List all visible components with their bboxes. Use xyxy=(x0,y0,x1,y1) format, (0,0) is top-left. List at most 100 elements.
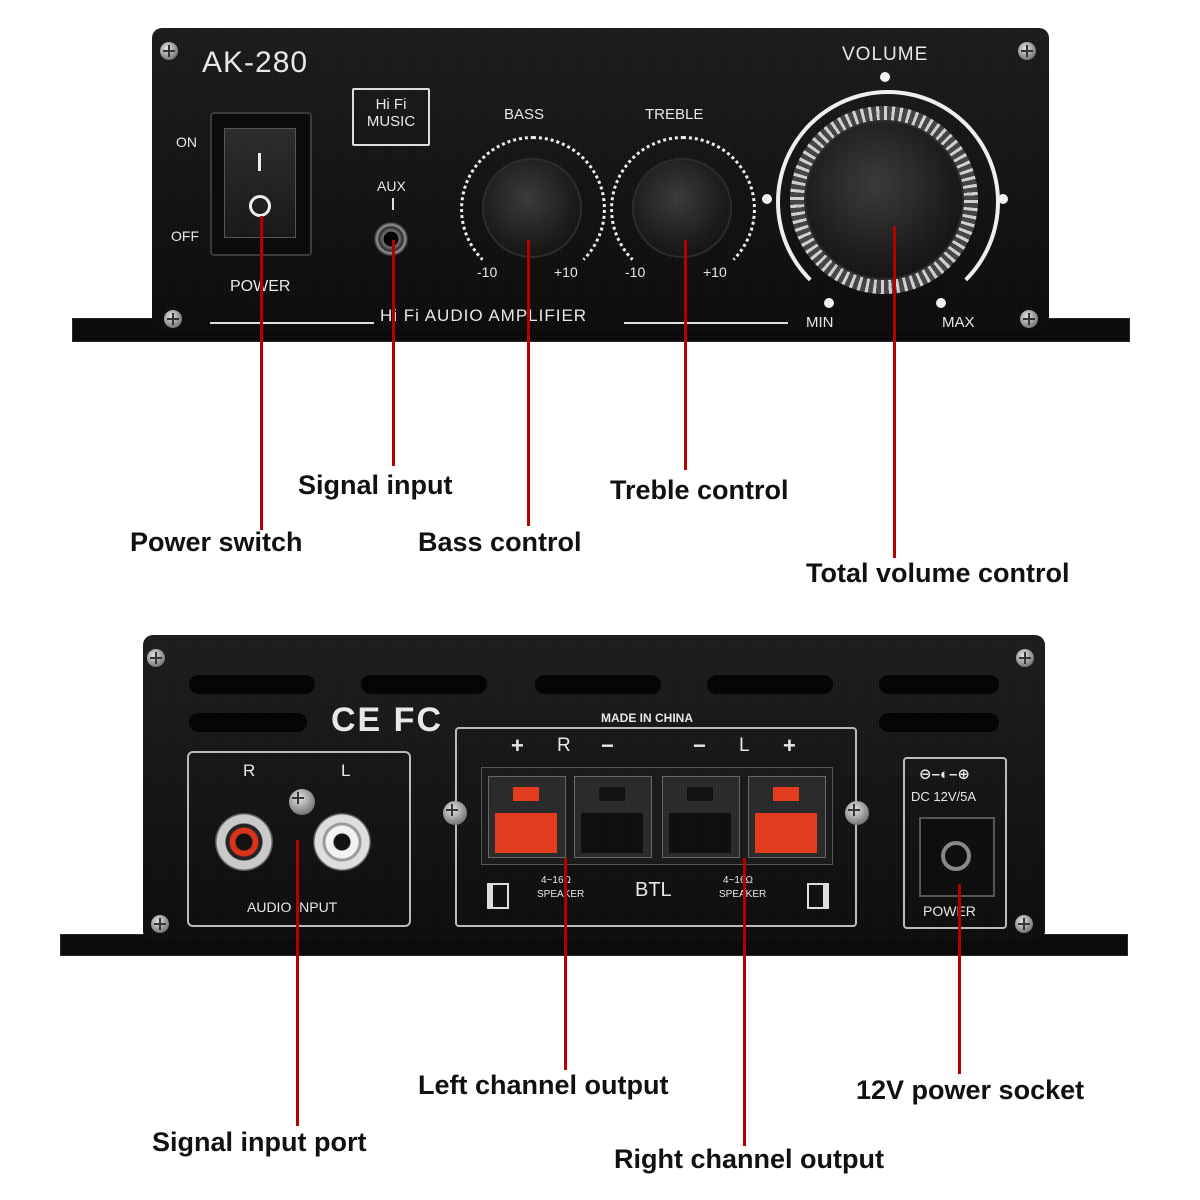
volume-min: MIN xyxy=(806,314,834,331)
model-name: AK-280 xyxy=(202,46,309,79)
label-signal-input-port: Signal input port xyxy=(152,1127,367,1157)
speaker-l-label: L xyxy=(739,735,750,756)
callout-line-volume xyxy=(893,226,896,558)
volume-dot-icon xyxy=(880,72,890,82)
vent-slot xyxy=(879,675,999,694)
terminal-right-minus[interactable] xyxy=(574,776,652,858)
rca-l-label: L xyxy=(341,761,351,780)
speaker-output-box: MADE IN CHINA + R − − L + xyxy=(443,711,869,927)
screw-icon xyxy=(160,42,178,60)
screw-icon xyxy=(1018,42,1036,60)
dc-rating: DC 12V/5A xyxy=(911,789,977,804)
dc-power-jack[interactable] xyxy=(919,817,995,897)
certification-marks: CE FC xyxy=(331,701,443,739)
vent-slot xyxy=(361,675,487,694)
plus-icon: + xyxy=(511,733,524,758)
impedance-right: 4~16Ω xyxy=(541,875,571,886)
callout-line-left-output xyxy=(564,858,567,1070)
screw-icon xyxy=(147,649,165,667)
volume-dot-icon xyxy=(762,194,772,204)
on-mark-icon xyxy=(258,153,261,171)
aux-label: AUX xyxy=(377,178,406,194)
aux-tick-top xyxy=(392,198,394,210)
footer-rule-right xyxy=(624,322,788,324)
speaker-icon-right xyxy=(487,883,509,909)
vent-slot xyxy=(879,713,999,732)
on-label: ON xyxy=(176,134,197,150)
audio-input-box: R L AUDIO INPUT xyxy=(187,751,411,927)
treble-label: TREBLE xyxy=(645,106,704,123)
callout-line-power-socket xyxy=(958,884,961,1074)
badge-line-2: MUSIC xyxy=(366,113,416,130)
label-power-socket: 12V power socket xyxy=(856,1075,1085,1105)
label-power-switch: Power switch xyxy=(130,527,303,557)
back-panel: CE FC R L AUDIO INPUT MADE IN CHINA + R … xyxy=(143,635,1045,941)
label-bass-control: Bass control xyxy=(418,527,582,557)
aux-jack[interactable] xyxy=(374,222,408,256)
volume-dot-icon xyxy=(824,298,834,308)
callout-line-right-output xyxy=(743,858,746,1146)
speaker-label-left: SPEAKER xyxy=(719,889,766,900)
speaker-label-right: SPEAKER xyxy=(537,889,585,900)
vent-slot xyxy=(189,713,307,732)
screw-icon xyxy=(1020,310,1038,328)
bass-min: -10 xyxy=(477,264,498,280)
screw-icon xyxy=(1016,649,1034,667)
label-left-output: Left channel output xyxy=(418,1070,669,1100)
volume-label: VOLUME xyxy=(842,44,929,65)
volume-dot-icon xyxy=(936,298,946,308)
label-signal-input: Signal input xyxy=(298,470,453,500)
callout-line-treble xyxy=(684,240,687,470)
vent-slot xyxy=(707,675,833,694)
treble-dot-ring xyxy=(610,136,756,282)
rca-jack-right[interactable] xyxy=(215,813,273,871)
bass-label: BASS xyxy=(504,106,545,123)
minus-icon: − xyxy=(693,733,706,758)
screw-icon xyxy=(151,915,169,933)
screw-icon xyxy=(164,310,182,328)
btl-label: BTL xyxy=(635,879,672,901)
terminal-strip xyxy=(481,767,833,865)
treble-min: -10 xyxy=(625,264,646,280)
audio-input-label: AUDIO INPUT xyxy=(247,899,338,915)
power-socket-box: ⊖–◐–⊕ DC 12V/5A POWER xyxy=(903,757,1007,929)
callout-line-bass xyxy=(527,240,530,526)
screw-icon xyxy=(289,789,315,815)
treble-knob[interactable] xyxy=(632,158,732,258)
callout-line-power xyxy=(260,216,263,530)
polarity-icon: ⊖–◐–⊕ xyxy=(919,766,970,783)
screw-icon xyxy=(1015,915,1033,933)
footer-text: Hi Fi AUDIO AMPLIFIER xyxy=(380,306,588,325)
plus-icon: + xyxy=(783,733,796,758)
callout-line-signal xyxy=(392,240,395,466)
label-treble-control: Treble control xyxy=(610,475,789,505)
vent-slot xyxy=(535,675,661,694)
label-total-volume: Total volume control xyxy=(806,558,1070,588)
callout-line-input-port xyxy=(296,840,299,1126)
terminal-left-plus[interactable] xyxy=(748,776,826,858)
terminal-left-minus[interactable] xyxy=(662,776,740,858)
rca-jack-left[interactable] xyxy=(313,813,371,871)
volume-dot-icon xyxy=(998,194,1008,204)
badge-line-1: Hi Fi xyxy=(375,96,407,113)
minus-icon: − xyxy=(601,733,614,758)
off-mark-icon xyxy=(249,195,271,217)
impedance-left: 4~16Ω xyxy=(723,875,753,886)
screw-icon xyxy=(845,801,869,825)
bass-max: +10 xyxy=(554,264,578,280)
speaker-r-label: R xyxy=(557,735,571,756)
terminal-right-plus[interactable] xyxy=(488,776,566,858)
power-socket-label: POWER xyxy=(923,903,976,919)
rca-r-label: R xyxy=(243,761,256,780)
volume-knob[interactable] xyxy=(804,120,964,280)
footer-rule-left xyxy=(210,322,374,324)
screw-icon xyxy=(443,801,467,825)
vent-slot xyxy=(189,675,315,694)
front-panel: AK-280 Hi Fi MUSIC ON OFF POWER AUX BASS… xyxy=(152,28,1049,331)
label-right-output: Right channel output xyxy=(614,1144,884,1174)
volume-max: MAX xyxy=(942,314,975,331)
bass-knob[interactable] xyxy=(482,158,582,258)
made-in-label: MADE IN CHINA xyxy=(601,711,693,725)
hifi-music-badge: Hi Fi MUSIC xyxy=(352,88,430,146)
off-label: OFF xyxy=(171,228,199,244)
